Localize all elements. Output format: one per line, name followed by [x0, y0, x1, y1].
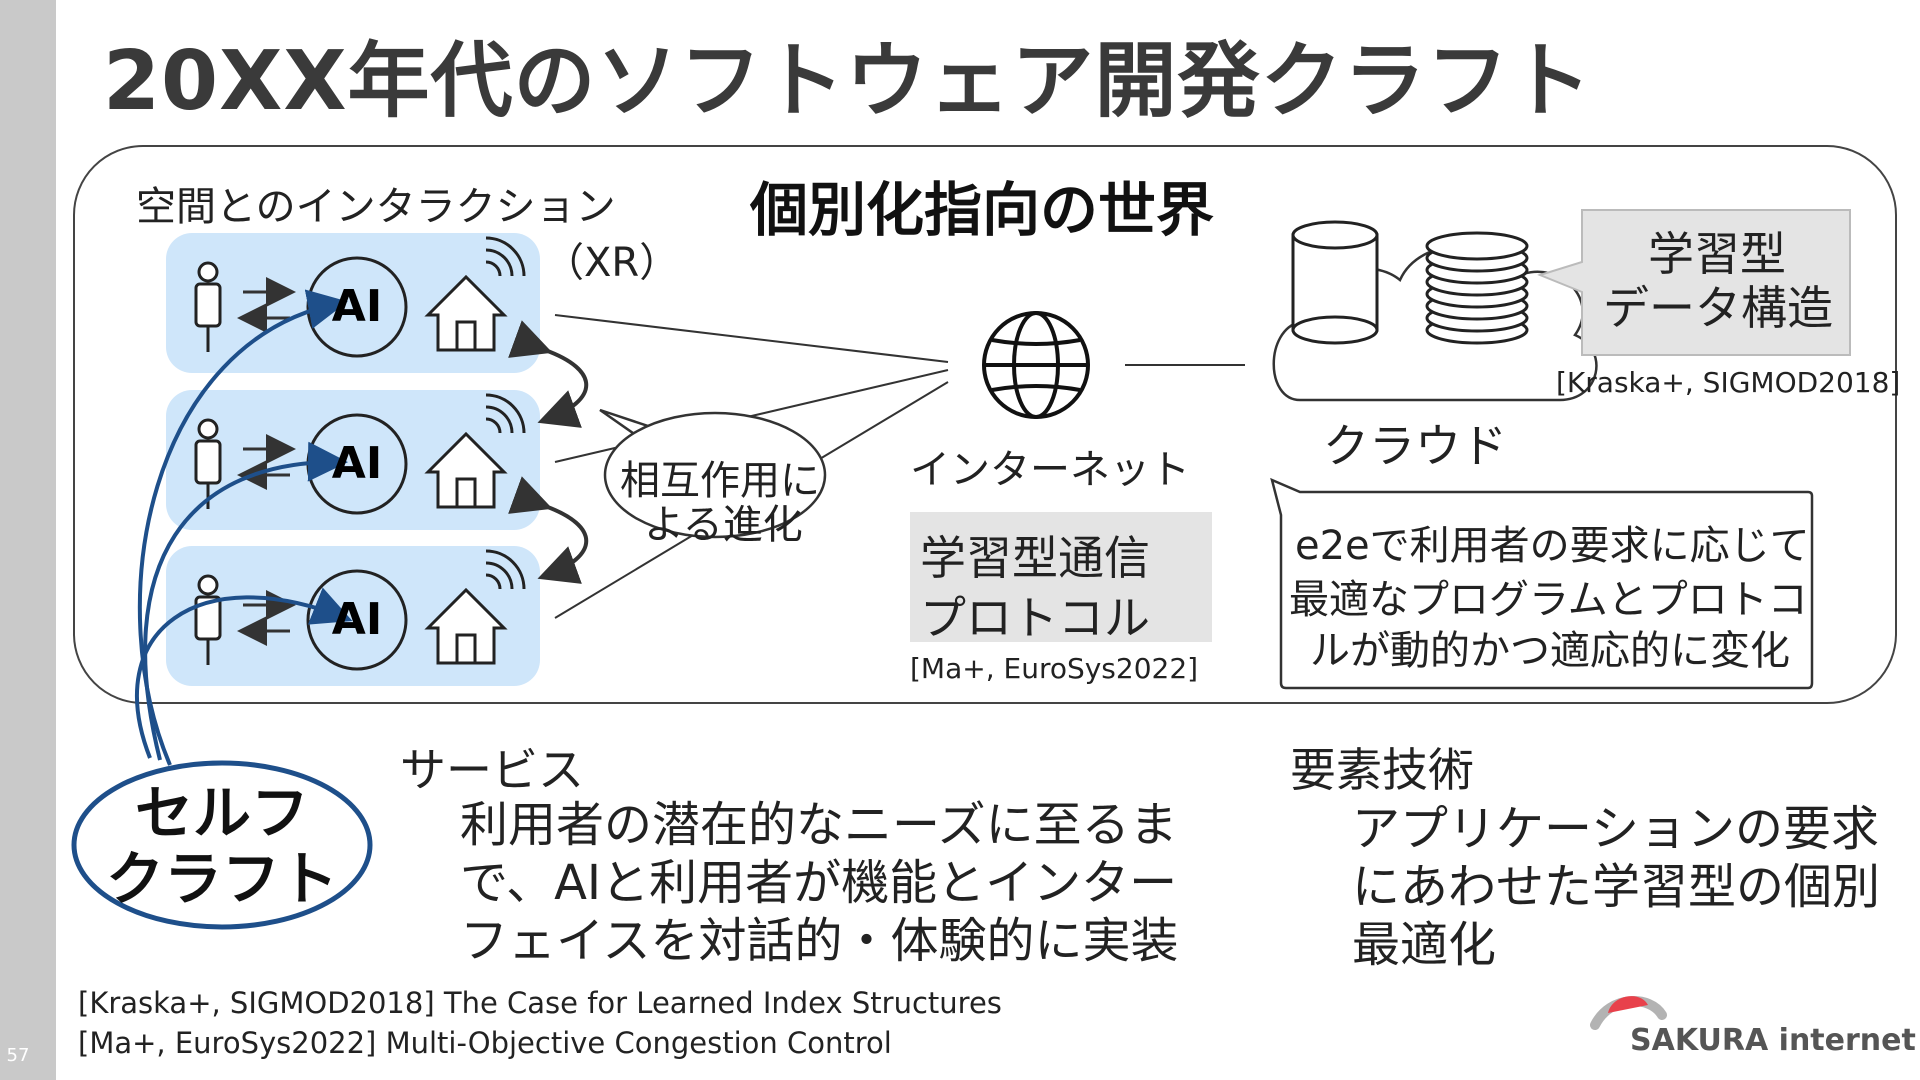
evolution-bubble [599, 408, 827, 539]
protocol-ref: [Ma+, EuroSys2022] [910, 652, 1199, 685]
self-craft-label: セルフ クラフト [105, 779, 338, 913]
self-craft-links [135, 289, 353, 766]
e2e-text-3: ルが動的かつ適応的に変化 [1310, 628, 1790, 674]
reference-2: [Ma+, EuroSys2022] Multi-Objective Conge… [78, 1026, 892, 1060]
evolution-label-2: よる進化 [644, 502, 803, 548]
page-number: 57 [6, 1045, 30, 1066]
data-structure-callout [1537, 209, 1851, 356]
protocol-box [910, 512, 1212, 642]
cloud-label: クラウド [1323, 419, 1507, 473]
database-icon [1291, 220, 1379, 345]
e2e-callout [1270, 477, 1814, 690]
world-frame [73, 145, 1897, 704]
evolution-label-1: 相互作用に [620, 458, 820, 504]
stacked-disks-icon [1425, 231, 1529, 345]
exchange-arrows-icon [237, 277, 296, 333]
data-structure-ref: [Kraska+, SIGMOD2018] [1556, 366, 1901, 399]
ai-label: AI [331, 281, 383, 332]
interaction-arrow [508, 320, 589, 428]
protocol-label-2: プロトコル [920, 591, 1150, 645]
ai-label: AI [331, 594, 383, 645]
exchange-arrows-icon [237, 590, 296, 646]
reference-1: [Kraska+, SIGMOD2018] The Case for Learn… [78, 986, 1002, 1020]
world-heading: 個別化指向の世界 [750, 176, 1215, 244]
slide-title: 20XX年代のソフトウェア開発クラフト [103, 34, 1593, 129]
internet-label: インターネット [910, 447, 1190, 493]
smart-home-icon [424, 393, 526, 509]
person-icon [194, 261, 222, 352]
self-craft-ellipse [71, 760, 373, 930]
smart-home-icon [424, 549, 526, 665]
element-tech-heading: 要素技術 [1290, 743, 1474, 797]
ai-label: AI [331, 438, 383, 489]
protocol-label-1: 学習型通信 [920, 531, 1150, 585]
person-icon [194, 418, 222, 509]
element-tech-body: アプリケーションの要求 にあわせた学習型の個別 最適化 [1352, 801, 1881, 973]
globe-icon [982, 311, 1090, 419]
xr-label: 空間とのインタラクション [136, 184, 616, 230]
data-structure-label-1: 学習型 [1648, 227, 1786, 281]
e2e-text-2: 最適なプログラムとプロトコ [1289, 577, 1808, 623]
e2e-text-1: e2eで利用者の要求に応じて [1295, 523, 1810, 569]
data-structure-label-2: データ構造 [1603, 281, 1833, 335]
sakura-logo-text: SAKURA internet [1630, 1023, 1916, 1058]
service-body: 利用者の潜在的なニーズに至るま で、AIと利用者が機能とインター フェイスを対話… [460, 797, 1179, 969]
interaction-arrow [508, 476, 589, 584]
slide-sidebar: 57 [0, 0, 56, 1080]
xr-label-sub: （XR） [544, 240, 680, 286]
service-heading: サービス [400, 743, 584, 797]
sakura-logo-icon [1590, 996, 1667, 1030]
person-icon [194, 574, 222, 665]
smart-home-icon [424, 236, 526, 352]
